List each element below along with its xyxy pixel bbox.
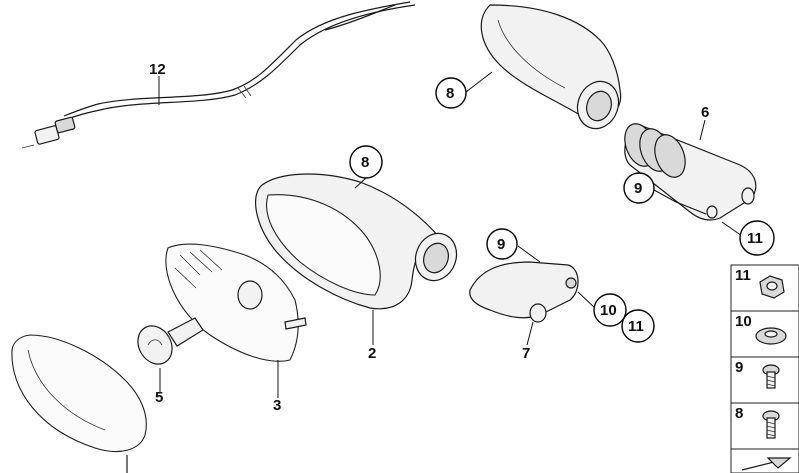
washer-icon bbox=[755, 327, 787, 345]
callout-6: 6 bbox=[701, 104, 709, 121]
callout-3: 3 bbox=[273, 397, 281, 414]
nut-icon bbox=[759, 275, 785, 299]
side-item-8: 8 bbox=[735, 405, 780, 439]
callout-10-mid: 10 bbox=[593, 293, 627, 327]
side-item-8-label: 8 bbox=[735, 405, 743, 422]
callout-12: 12 bbox=[149, 61, 166, 78]
callout-8-mid-label: 8 bbox=[361, 154, 369, 171]
bulb-5 bbox=[137, 317, 204, 365]
callout-8-top: 8 bbox=[435, 77, 467, 109]
bracket-7 bbox=[469, 261, 579, 323]
side-item-9-label: 9 bbox=[735, 359, 743, 376]
top-housing bbox=[480, 4, 622, 130]
callout-10-mid-label: 10 bbox=[600, 302, 617, 319]
side-item-11: 11 bbox=[735, 267, 785, 299]
callout-9-mid: 9 bbox=[486, 228, 518, 260]
callout-11-top: 11 bbox=[739, 220, 775, 256]
screw-icon bbox=[762, 364, 780, 389]
leader-lines bbox=[158, 71, 743, 398]
side-item-9: 9 bbox=[735, 359, 780, 389]
callout-7-label: 7 bbox=[522, 345, 530, 362]
wire-harness bbox=[21, 1, 416, 149]
callout-9-top-label: 9 bbox=[634, 180, 642, 197]
callout-2: 2 bbox=[368, 345, 376, 362]
callout-6-label: 6 bbox=[701, 104, 709, 121]
callout-11-mid-label: 11 bbox=[628, 318, 644, 335]
side-item-11-label: 11 bbox=[735, 267, 751, 284]
side-panel: 11 10 9 8 bbox=[730, 264, 799, 473]
callout-8-mid: 8 bbox=[349, 145, 383, 179]
callout-5-label: 5 bbox=[155, 389, 163, 406]
mount-bracket-6 bbox=[624, 123, 757, 221]
screw-icon bbox=[762, 410, 780, 439]
middle-housing bbox=[254, 173, 458, 310]
callout-9-mid-label: 9 bbox=[497, 236, 505, 253]
callout-5: 5 bbox=[155, 389, 163, 406]
callout-11-top-label: 11 bbox=[747, 230, 763, 247]
callout-8-top-label: 8 bbox=[446, 85, 454, 102]
callout-7: 7 bbox=[522, 345, 530, 362]
callout-11-mid: 11 bbox=[621, 309, 655, 343]
front-lens bbox=[11, 334, 147, 473]
callout-3-label: 3 bbox=[273, 397, 281, 414]
side-item-10-label: 10 bbox=[735, 313, 752, 330]
callout-2-label: 2 bbox=[368, 345, 376, 362]
callout-9-top: 9 bbox=[623, 172, 655, 204]
callout-12-label: 12 bbox=[149, 61, 166, 78]
lamp-socket-3 bbox=[165, 243, 307, 362]
side-item-10: 10 bbox=[735, 313, 787, 345]
arrow-icon bbox=[741, 457, 792, 471]
